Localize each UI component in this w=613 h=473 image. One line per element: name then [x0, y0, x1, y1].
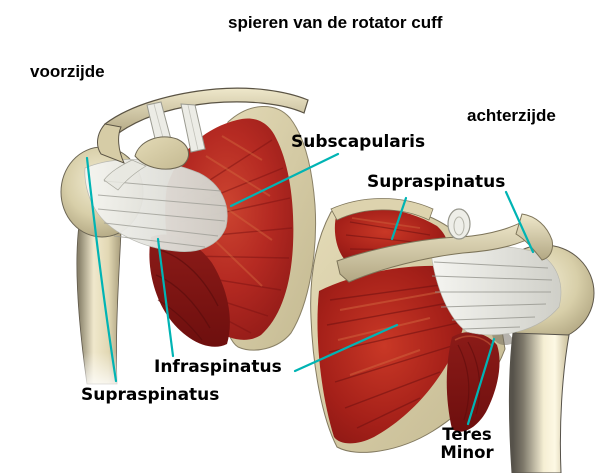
front-coracohumeral-ligament [103, 159, 147, 191]
leader-line-infraspinatus-back [293, 323, 399, 373]
leader-line-supraspinatus-back-insertion [504, 190, 535, 254]
back-biceps-tendon-loop [447, 208, 471, 240]
page-title: spieren van de rotator cuff [228, 13, 443, 32]
back-view-illustration [310, 198, 595, 473]
front-view-illustration [60, 87, 317, 394]
back-supraspinatus-highlight [351, 217, 421, 229]
back-infraspinatus-muscle [317, 265, 466, 444]
back-acromion-bone [515, 213, 553, 261]
front-tendon-striations [97, 180, 227, 248]
back-humerus-shaft [509, 332, 570, 473]
back-tendon-striations [431, 261, 553, 330]
subscapularis-label: Subscapularis [291, 132, 426, 152]
back-teres-minor-muscle [446, 332, 500, 432]
front-coracoid-bone [134, 136, 189, 170]
back-supraspinatus-muscle [334, 207, 448, 261]
leader-line-supraspinatus-front [85, 156, 118, 383]
front-acromion-bone [97, 123, 125, 164]
back-infraspinatus-highlights [337, 291, 441, 376]
infraspinatus-label: Infraspinatus [154, 357, 282, 377]
supraspinatus-back-label: Supraspinatus [367, 172, 506, 192]
back-superior-border-bone [330, 198, 434, 221]
leader-line-subscapularis [229, 152, 340, 208]
back-teres-minor-striations [457, 341, 481, 421]
leader-line-teres-minor [466, 337, 496, 426]
front-clavicle-bone [104, 87, 309, 136]
leader-lines [85, 152, 535, 426]
front-infraspinatus-muscle [149, 234, 230, 347]
front-view-label: voorzijde [30, 62, 105, 81]
leader-line-infraspinatus-front [156, 237, 175, 358]
back-view-label: achterzijde [467, 106, 556, 125]
supraspinatus-front-label: Supraspinatus [81, 385, 220, 405]
teres-minor-label: Teres Minor [440, 425, 494, 463]
back-teres-minor-highlight [454, 335, 493, 347]
leader-line-supraspinatus-back-muscle [390, 196, 408, 241]
